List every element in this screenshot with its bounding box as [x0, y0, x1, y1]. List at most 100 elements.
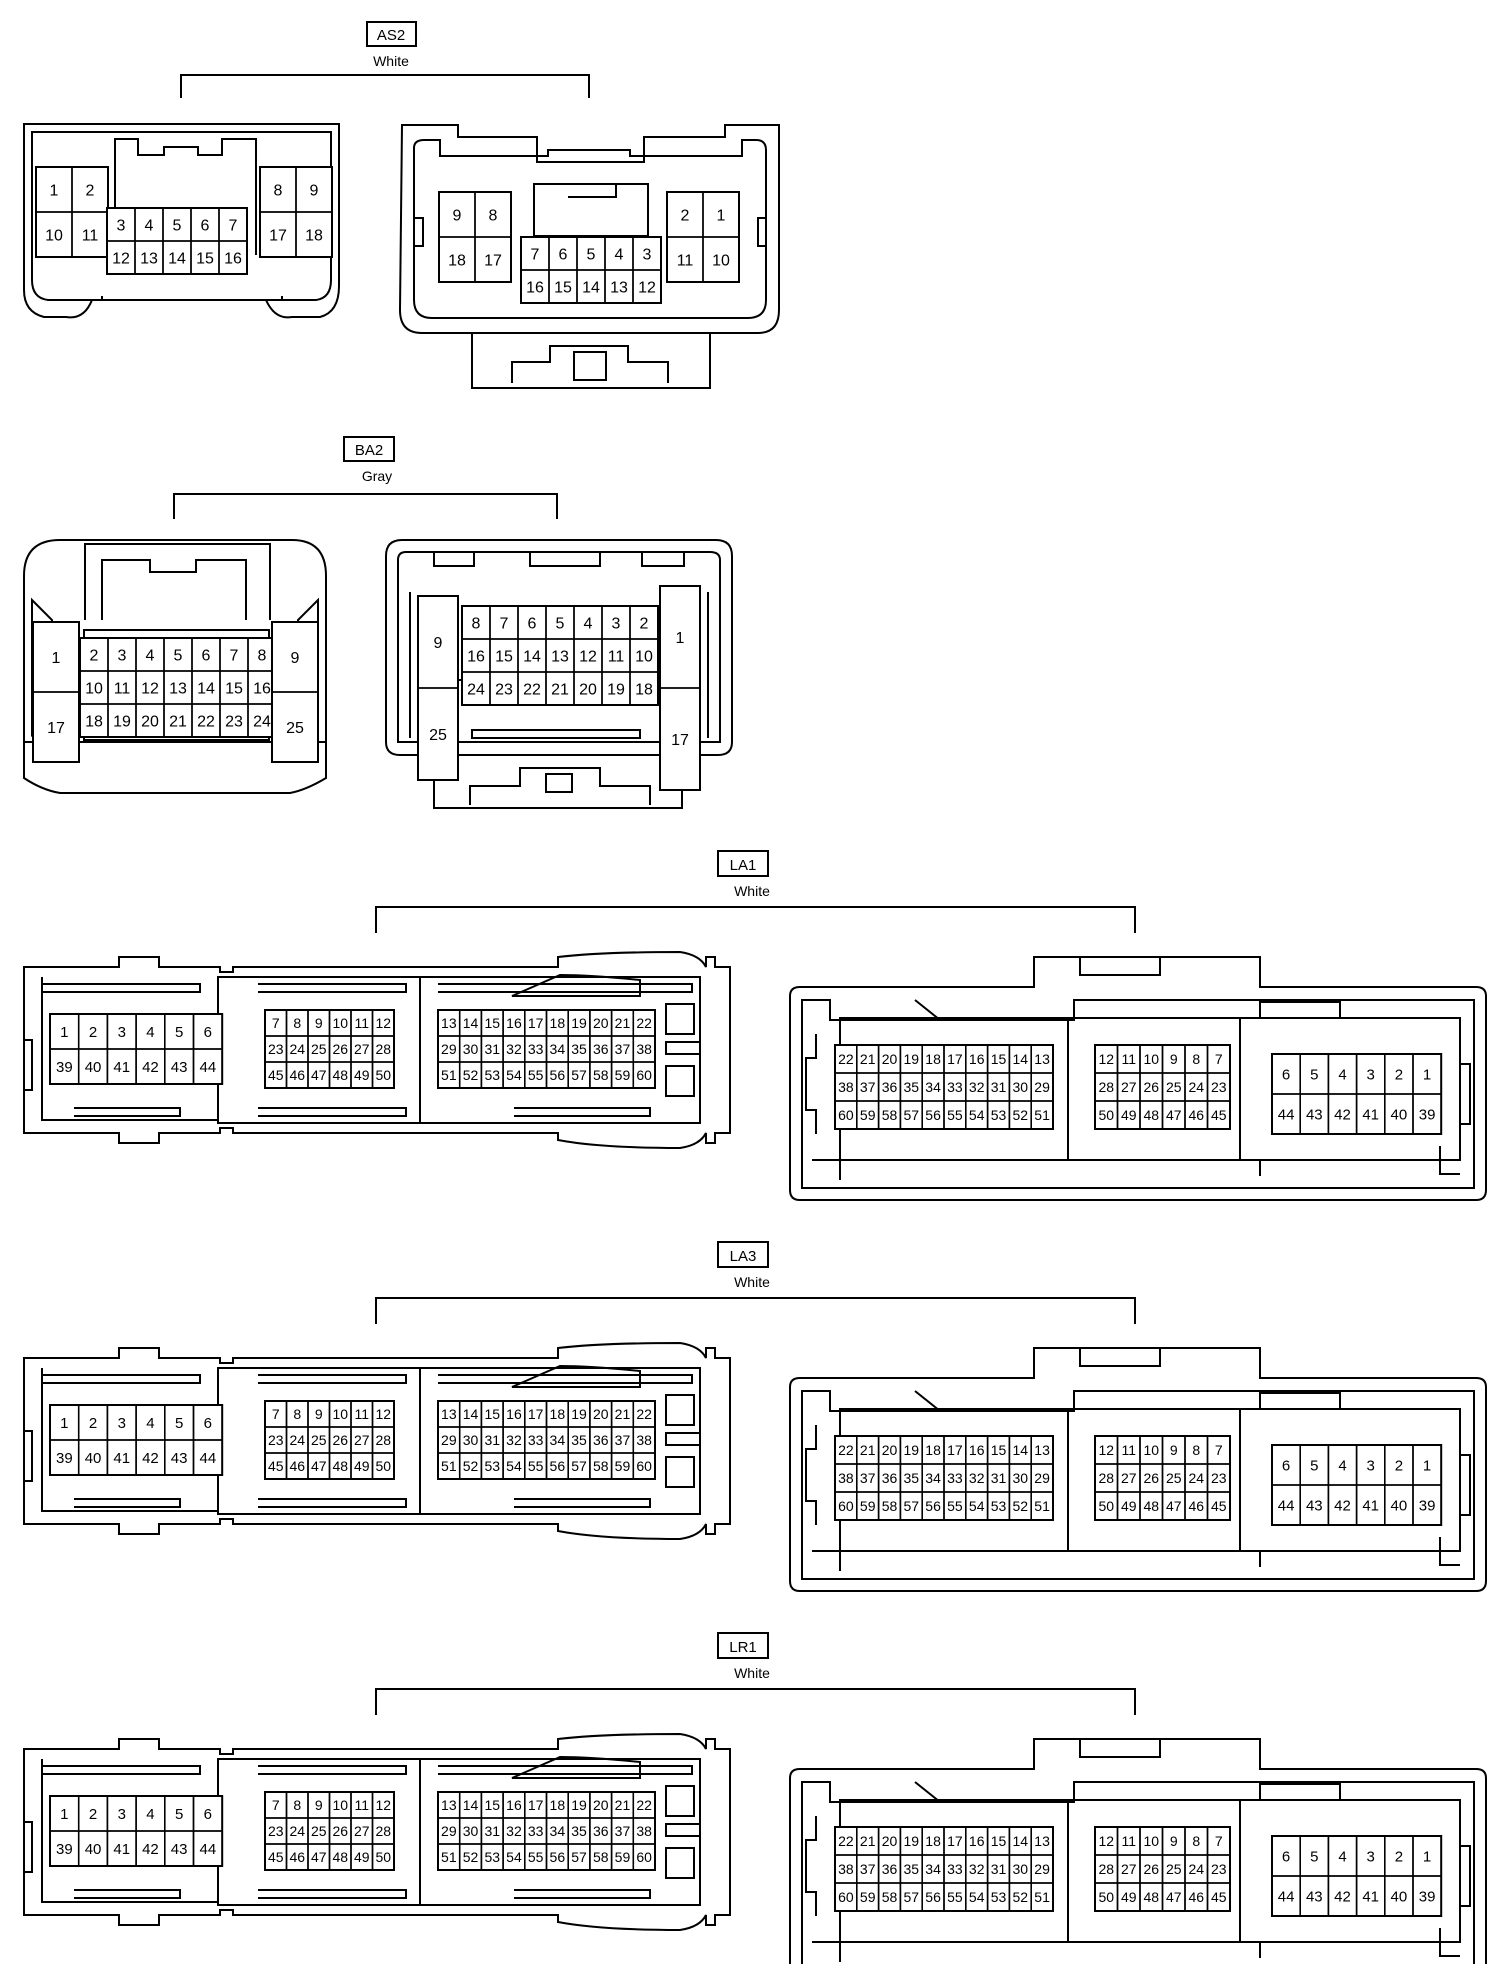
pin-number: 59 [860, 1498, 876, 1514]
connector-la1-code-box [717, 850, 769, 877]
pin-number: 8 [293, 1797, 301, 1813]
pin-number: 20 [579, 681, 597, 698]
pin-number: 12 [1098, 1833, 1114, 1849]
pin-number: 15 [484, 1406, 500, 1422]
pin-number: 25 [1166, 1470, 1182, 1486]
pin-number: 20 [593, 1015, 609, 1031]
pin-number: 53 [991, 1498, 1007, 1514]
pin-number: 45 [268, 1849, 284, 1865]
pin-number: 9 [1170, 1833, 1178, 1849]
pin-number: 7 [1215, 1442, 1223, 1458]
pin-number: 59 [860, 1889, 876, 1905]
pin-number: 60 [636, 1067, 652, 1083]
pin-number: 9 [1170, 1442, 1178, 1458]
pin-number: 34 [550, 1432, 566, 1448]
pin-number: 50 [1098, 1498, 1114, 1514]
pin-number: 3 [117, 217, 126, 234]
pin-number: 23 [1211, 1079, 1227, 1095]
pin-number: 44 [200, 1059, 217, 1076]
pin-number: 2 [90, 647, 99, 664]
pin-number: 17 [947, 1051, 963, 1067]
pin-number: 43 [1306, 1888, 1323, 1905]
pin-number: 10 [1143, 1833, 1159, 1849]
pin-number: 56 [550, 1458, 566, 1474]
pin-number: 12 [375, 1797, 391, 1813]
pin-number: 36 [593, 1432, 609, 1448]
pin-number: 28 [375, 1432, 391, 1448]
pin-number: 18 [550, 1797, 566, 1813]
pin-number: 8 [274, 182, 283, 199]
pin-number: 30 [463, 1041, 479, 1057]
pin-cell [1206, 1882, 1231, 1912]
pin-number: 50 [375, 1067, 391, 1083]
pin-number: 45 [268, 1458, 284, 1474]
pin-number: 15 [484, 1015, 500, 1031]
pin-number: 38 [838, 1079, 854, 1095]
pin-number: 46 [289, 1849, 305, 1865]
pin-number: 31 [484, 1041, 500, 1057]
pin-number: 12 [638, 279, 656, 296]
pin-number: 53 [484, 1458, 500, 1474]
pin-number: 34 [550, 1823, 566, 1839]
pin-number: 4 [146, 1415, 154, 1432]
pin-number: 9 [434, 635, 443, 652]
pin-number: 21 [615, 1406, 631, 1422]
pin-number: 25 [311, 1041, 327, 1057]
pin-number: 25 [1166, 1079, 1182, 1095]
pin-number: 1 [50, 182, 59, 199]
connector-la1-code: LA1 [730, 857, 757, 874]
pin-number: 29 [441, 1823, 457, 1839]
pin-number: 1 [1423, 1066, 1431, 1083]
pin-number: 48 [332, 1849, 348, 1865]
pin-number: 36 [593, 1823, 609, 1839]
pin-number: 22 [636, 1406, 652, 1422]
pin-number: 17 [269, 227, 287, 244]
pin-number: 39 [1419, 1497, 1436, 1514]
pin-number: 32 [506, 1823, 522, 1839]
pin-number: 41 [1362, 1497, 1379, 1514]
pin-number: 58 [882, 1889, 898, 1905]
pin-number: 51 [1034, 1498, 1050, 1514]
pin-number: 28 [375, 1823, 391, 1839]
pin-number: 41 [113, 1450, 130, 1467]
pin-number: 2 [89, 1806, 97, 1823]
pin-number: 29 [1034, 1861, 1050, 1877]
pin-number: 20 [882, 1833, 898, 1849]
connector-as2-bracket [180, 74, 590, 98]
pin-number: 13 [1034, 1051, 1050, 1067]
pin-number: 52 [1013, 1889, 1029, 1905]
pin-number: 27 [354, 1041, 370, 1057]
pin-number: 18 [448, 252, 466, 269]
pin-number: 32 [969, 1079, 985, 1095]
pin-number: 10 [332, 1015, 348, 1031]
pin-number: 10 [1143, 1051, 1159, 1067]
pin-number: 6 [202, 647, 211, 664]
pin-number: 3 [118, 647, 127, 664]
connector-la3-color: White [734, 1274, 770, 1290]
pin-number: 37 [615, 1432, 631, 1448]
connector-as2-male-housing [23, 123, 340, 319]
pin-number: 23 [268, 1432, 284, 1448]
pin-number: 54 [969, 1498, 985, 1514]
pin-number: 24 [289, 1432, 305, 1448]
pin-number: 48 [1143, 1889, 1159, 1905]
pin-number: 35 [904, 1861, 920, 1877]
pin-number: 39 [1419, 1106, 1436, 1123]
pin-number: 58 [593, 1458, 609, 1474]
pin-number: 17 [47, 720, 65, 737]
pin-number: 50 [375, 1458, 391, 1474]
pin-block [461, 605, 659, 706]
pin-number: 23 [1211, 1470, 1227, 1486]
pin-number: 16 [506, 1015, 522, 1031]
pin-number: 11 [1121, 1051, 1136, 1067]
pin-number: 24 [1188, 1470, 1204, 1486]
pin-number: 38 [838, 1861, 854, 1877]
pin-cell [474, 236, 512, 283]
pin-cell [632, 269, 662, 304]
pin-number: 52 [463, 1067, 479, 1083]
pin-number: 8 [293, 1406, 301, 1422]
pin-number: 9 [291, 650, 300, 667]
